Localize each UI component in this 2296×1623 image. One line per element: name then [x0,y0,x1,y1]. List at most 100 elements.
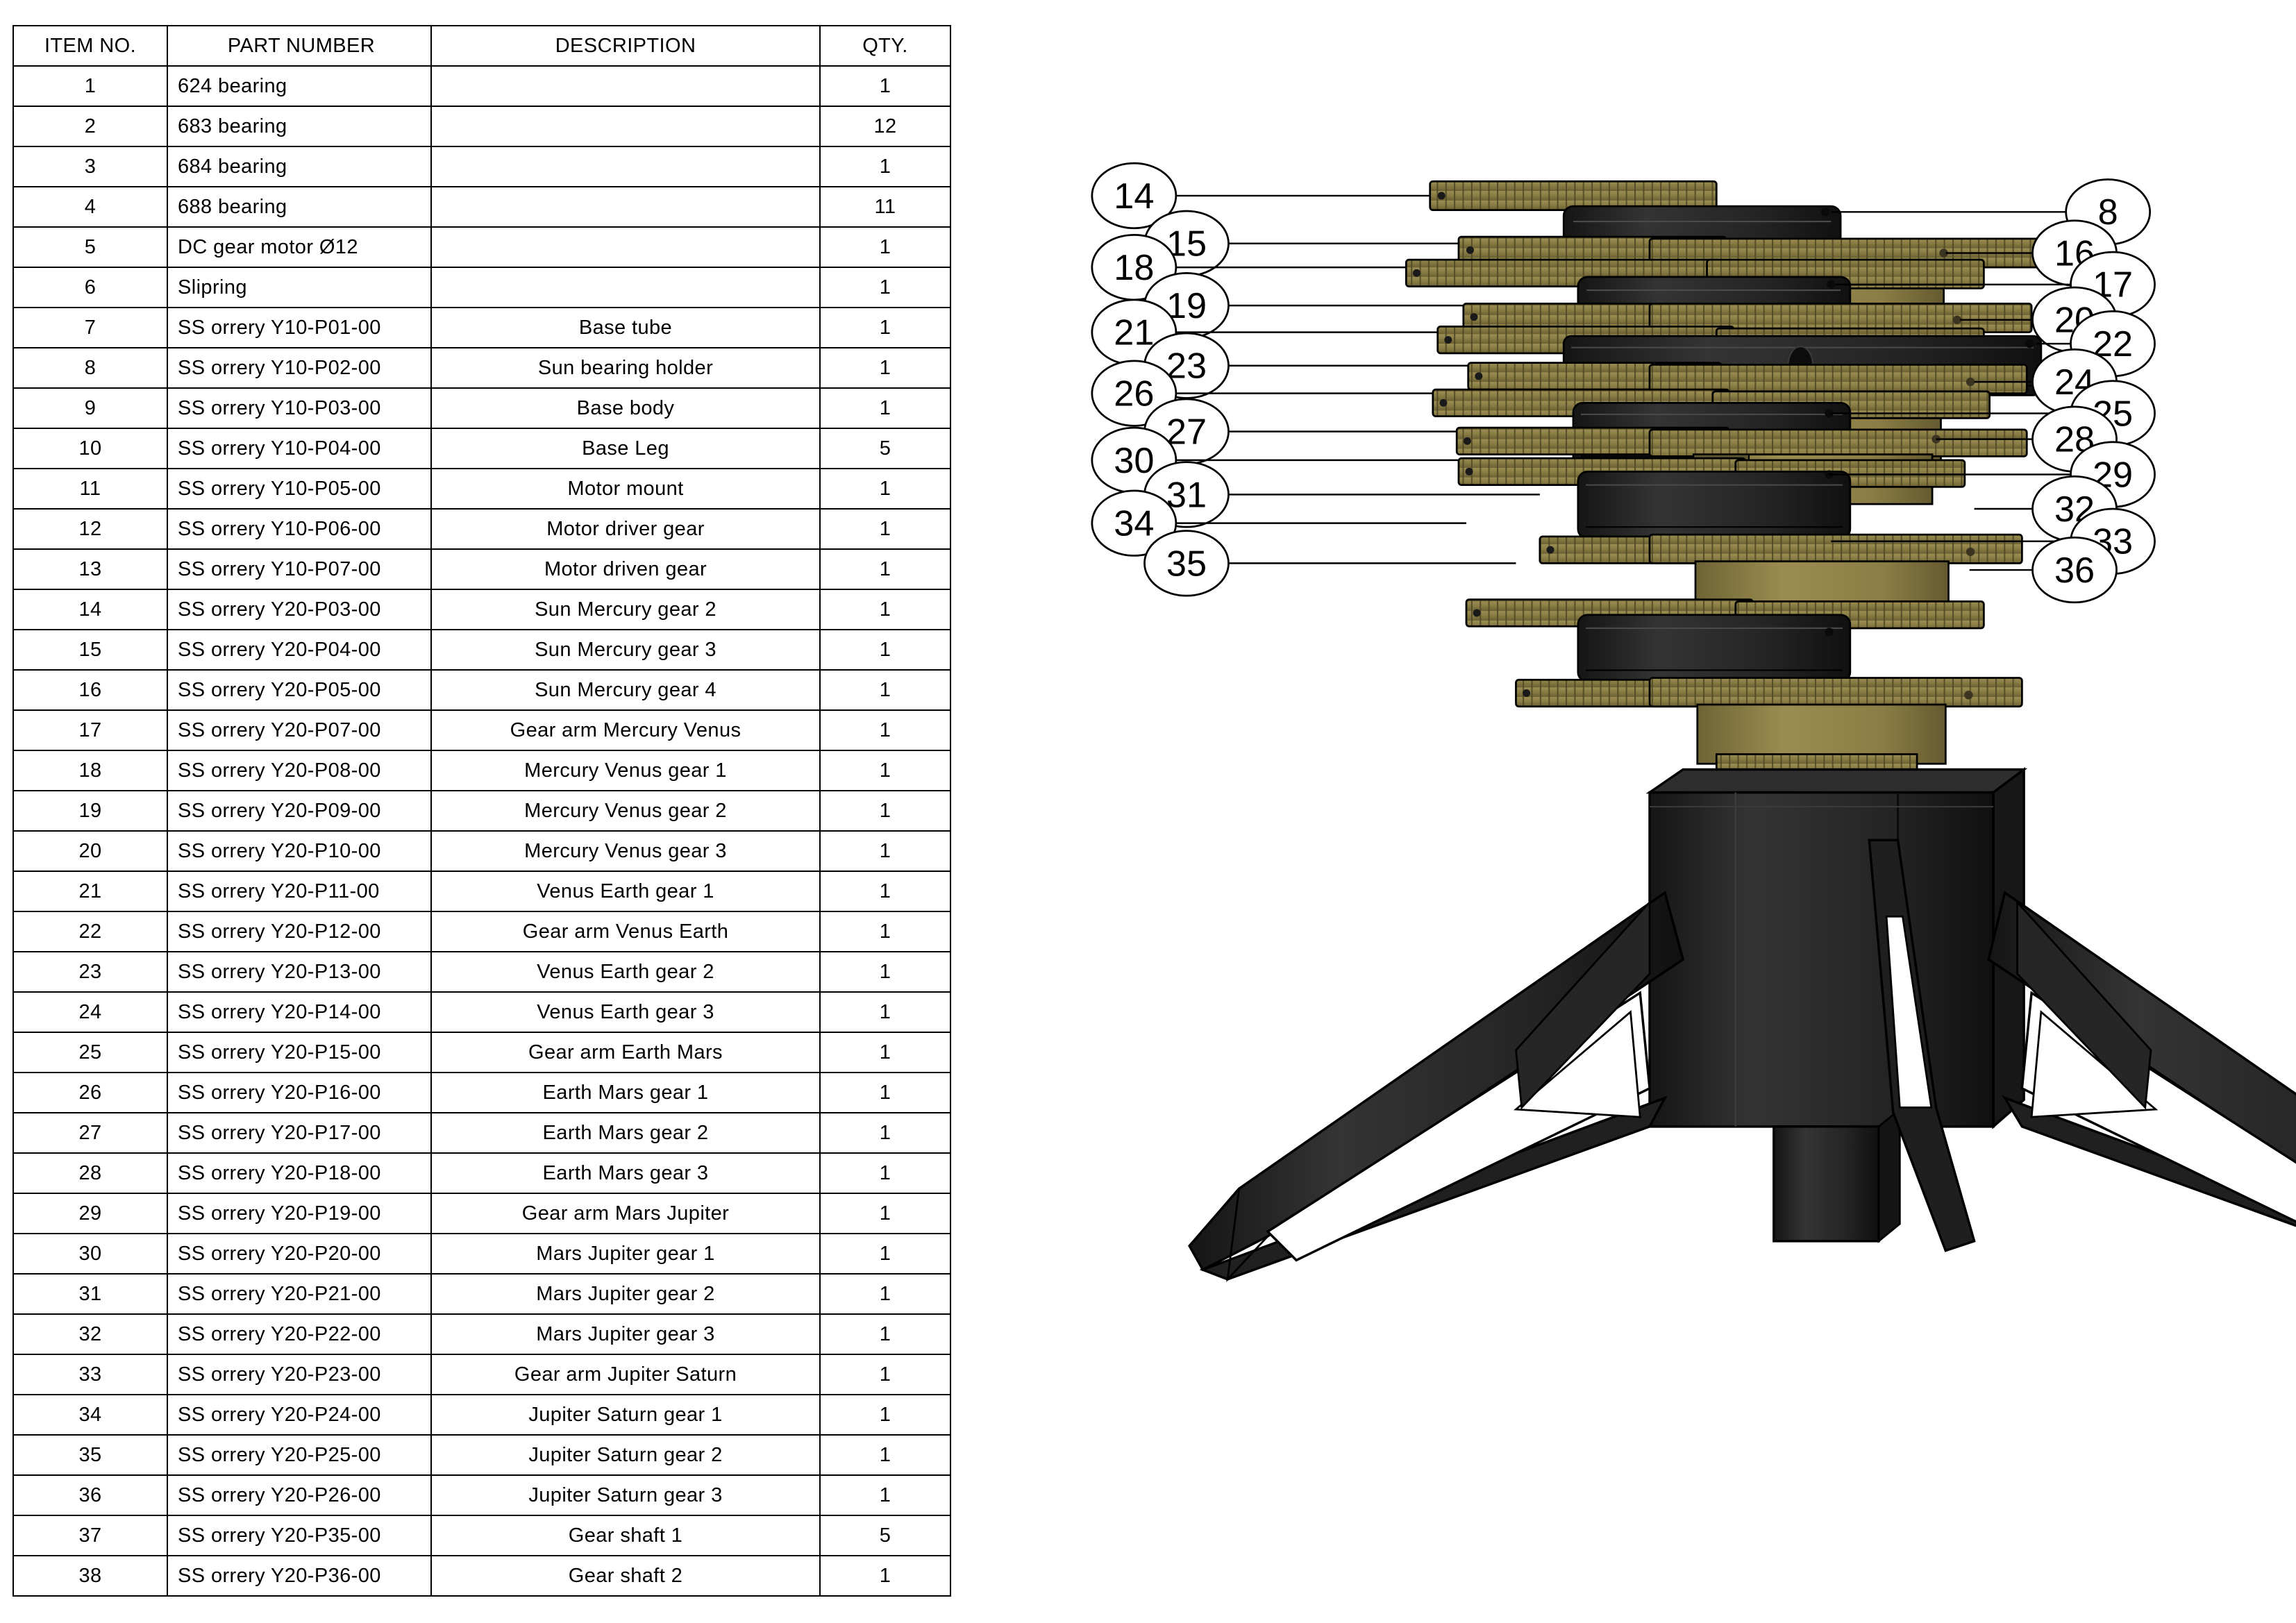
cell-part-number: 688 bearing [167,186,432,228]
callout-balloon[interactable]: 21 [1091,298,1438,366]
part-base-leg-center [1868,839,1976,1252]
cell-item-no: 10 [12,428,168,469]
part-gear-arm-mars-jupiter [1577,470,1852,540]
callout-balloon[interactable]: 36 [1969,536,2118,604]
cell-part-number: SS orrery Y20-P20-00 [167,1233,432,1275]
callout-balloon[interactable]: 35 [1143,530,1516,597]
cell-qty: 1 [819,1474,951,1516]
cell-part-number: SS orrery Y20-P19-00 [167,1193,432,1234]
cell-item-no: 20 [12,830,168,872]
cell-description [430,65,821,107]
cell-part-number: SS orrery Y20-P21-00 [167,1273,432,1315]
cell-qty: 1 [819,1193,951,1234]
callout-balloon[interactable]: 27 [1143,398,1457,465]
cell-description: Jupiter Saturn gear 1 [430,1394,821,1436]
cell-part-number: SS orrery Y20-P07-00 [167,709,432,751]
callout-number: 30 [1114,441,1154,481]
cell-qty: 1 [819,267,951,308]
column-header-part-number: PART NUMBER [167,25,432,67]
callout-balloon[interactable]: 23 [1143,332,1468,399]
cell-item-no: 13 [12,548,168,590]
cell-description: Sun Mercury gear 2 [430,589,821,630]
cell-qty: 1 [819,1273,951,1315]
cell-qty: 1 [819,709,951,751]
cell-description: Mars Jupiter gear 1 [430,1233,821,1275]
cell-description: Jupiter Saturn gear 2 [430,1434,821,1476]
cell-part-number: 624 bearing [167,65,432,107]
cell-description: Motor driven gear [430,548,821,590]
cell-part-number: SS orrery Y20-P12-00 [167,911,432,952]
cell-qty: 1 [819,1555,951,1597]
cell-part-number: SS orrery Y20-P36-00 [167,1555,432,1597]
cell-item-no: 1 [12,65,168,107]
callout-balloon[interactable]: 18 [1091,233,1407,301]
cell-item-no: 9 [12,387,168,429]
callout-number: 26 [1114,374,1154,414]
cell-item-no: 30 [12,1233,168,1275]
cell-part-number: SS orrery Y20-P35-00 [167,1515,432,1556]
cell-qty: 1 [819,790,951,832]
callout-balloon[interactable]: 26 [1091,360,1433,427]
cell-item-no: 6 [12,267,168,308]
cell-part-number: SS orrery Y20-P04-00 [167,629,432,671]
cell-part-number: Slipring [167,267,432,308]
cell-qty: 5 [819,1515,951,1556]
cell-part-number: SS orrery Y20-P18-00 [167,1152,432,1194]
callout-balloon[interactable]: 34 [1091,489,1466,557]
part-base-body [1645,767,2028,1129]
cell-item-no: 11 [12,468,168,510]
cell-part-number: SS orrery Y10-P06-00 [167,508,432,550]
cell-description: Venus Earth gear 2 [430,951,821,993]
cell-item-no: 18 [12,750,168,791]
cell-description: Gear arm Jupiter Saturn [430,1354,821,1395]
cell-item-no: 4 [12,186,168,228]
cell-qty: 12 [819,106,951,147]
cell-part-number: SS orrery Y20-P25-00 [167,1434,432,1476]
cell-item-no: 28 [12,1152,168,1194]
cell-item-no: 23 [12,951,168,993]
cell-description: Mercury Venus gear 1 [430,750,821,791]
callout-balloon[interactable]: 32 [1974,475,2118,543]
cell-item-no: 12 [12,508,168,550]
exploded-assembly-svg: 1415181921232627303134358161720222425282… [1091,162,2296,1282]
cell-description: Earth Mars gear 3 [430,1152,821,1194]
cell-item-no: 27 [12,1112,168,1154]
cell-description: Motor mount [430,468,821,510]
cell-item-no: 35 [12,1434,168,1476]
cell-part-number: SS orrery Y20-P05-00 [167,669,432,711]
cell-item-no: 25 [12,1032,168,1073]
gear-stack [1405,180,2052,796]
cell-part-number: SS orrery Y10-P04-00 [167,428,432,469]
cell-part-number: SS orrery Y20-P24-00 [167,1394,432,1436]
cell-part-number: SS orrery Y20-P03-00 [167,589,432,630]
part-base-tube [1773,1107,1901,1243]
callout-balloon[interactable]: 14 [1091,162,1430,230]
cell-item-no: 17 [12,709,168,751]
cell-qty: 1 [819,1394,951,1436]
cell-qty: 1 [819,307,951,348]
cell-description: Venus Earth gear 3 [430,991,821,1033]
cell-qty: 1 [819,347,951,389]
cell-item-no: 26 [12,1072,168,1113]
cell-description: Sun Mercury gear 4 [430,669,821,711]
